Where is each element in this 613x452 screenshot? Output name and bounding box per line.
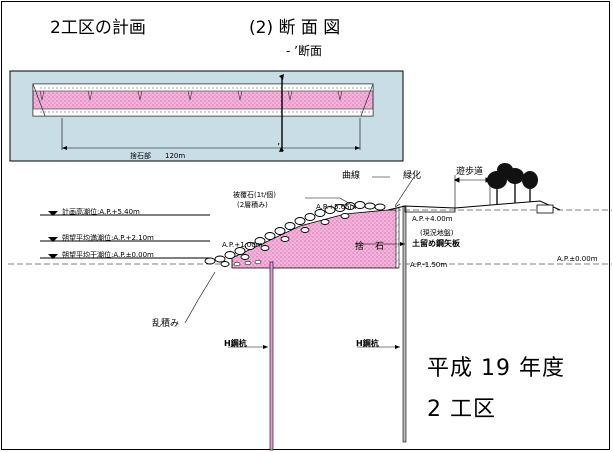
label-greening: 緑化 <box>403 171 422 181</box>
label-rubble: 捨 石 <box>355 242 386 252</box>
plan-view <box>9 70 404 162</box>
label-h-pile-right: H鋼杭 <box>356 339 379 348</box>
label-random-stacking: 乱積み <box>152 319 180 329</box>
label-ground-top-level: A.P.+4.00m <box>412 215 453 223</box>
leader-arrows <box>263 242 405 349</box>
plan-section-mark: ’ <box>277 142 281 153</box>
section-number: (2) 断 面 図 <box>249 18 341 38</box>
water-level-mean-high: 朔望平均満潮位:A.P.+2.10m <box>62 234 154 242</box>
label-crest-level: A.P.+5.65m <box>316 203 357 211</box>
rock-toe <box>233 259 262 267</box>
label-pile-level: A.P.-1.50m <box>410 261 448 269</box>
header-title: 2工区の計画 <box>50 18 146 38</box>
label-right-datum: A.P.±0.00m <box>557 255 598 263</box>
label-sheet-pile: 土留め鋼矢板 <box>412 239 460 248</box>
section-subtitle: - ’断面 <box>286 44 322 58</box>
armor-stones <box>204 201 386 267</box>
trees <box>487 163 538 205</box>
label-curve: 曲線 <box>342 171 361 181</box>
plan-length-label: 捨石部 120m <box>130 152 186 160</box>
label-existing-ground: (現況地盤) <box>420 229 454 237</box>
label-promenade: 遊歩道 <box>456 167 484 177</box>
label-armor-stone: 被覆石(1t/個) <box>233 191 277 199</box>
label-armor-layers: (2層積み) <box>237 201 268 209</box>
label-toe-level: A.P.+1.00m <box>222 241 263 249</box>
water-level-planned-high: 計画高潮位:A.P.+5.40m <box>62 208 140 216</box>
leader-lines <box>184 176 415 348</box>
label-h-pile-left: H鋼杭 <box>224 339 247 348</box>
footer-year: 平成 19 年度 <box>427 356 565 381</box>
footer-district: 2 工区 <box>427 397 496 422</box>
water-level-mean-low: 朔望平均干潮位:A.P.±0.00m <box>62 251 154 259</box>
water-level-markers <box>48 211 58 259</box>
rubble-mound <box>231 209 399 269</box>
